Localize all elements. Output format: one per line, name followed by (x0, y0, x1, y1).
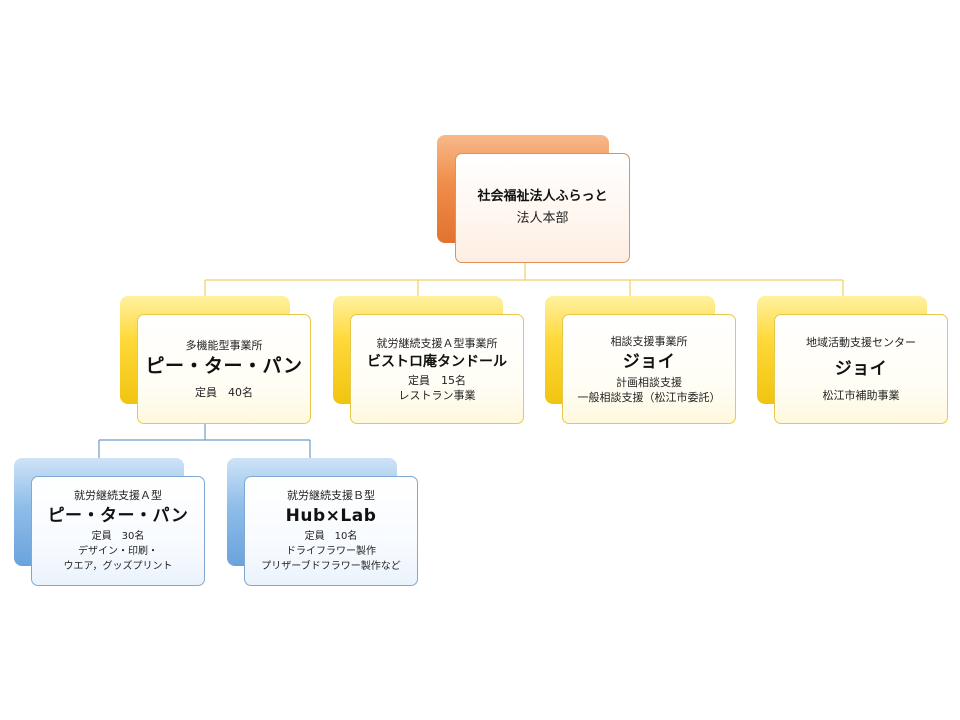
node-detail: 計画相談支援 (616, 375, 682, 389)
node-detail: レストラン事業 (398, 388, 476, 402)
node-type-label: 地域活動支援センター (806, 336, 916, 349)
level1-node-card: 就労継続支援Ａ型事業所 ビストロ庵タンドール 定員 15名 レストラン事業 (350, 314, 524, 424)
node-type-label: 就労継続支援Ａ型事業所 (376, 336, 498, 350)
node-detail: 定員 15名 (408, 373, 466, 387)
node-detail: プリザーブドフラワー製作など (261, 561, 401, 572)
level2-node-card: 就労継続支援Ａ型 ピー・ター・パン 定員 30名 デザイン・印刷・ ウエア，グッ… (31, 476, 205, 586)
node-detail: ウエア，グッズプリント (63, 561, 173, 572)
root-title: 社会福祉法人ふらっと (477, 189, 608, 204)
level2-node-card: 就労継続支援Ｂ型 Hub×Lab 定員 10名 ドライフラワー製作 プリザーブド… (244, 476, 418, 586)
node-name: Hub×Lab (285, 506, 377, 526)
node-detail: 定員 40名 (195, 386, 253, 399)
node-detail: 一般相談支援（松江市委託） (577, 390, 721, 404)
root-subtitle: 法人本部 (516, 211, 569, 226)
node-detail: 定員 30名 (91, 531, 145, 542)
level1-node-card: 相談支援事業所 ジョイ 計画相談支援 一般相談支援（松江市委託） (562, 314, 736, 424)
level1-node-card: 多機能型事業所 ピー・ター・パン 定員 40名 (137, 314, 311, 424)
node-detail: ドライフラワー製作 (286, 546, 376, 557)
node-name: ピー・ター・パン (145, 355, 303, 377)
node-name: ジョイ (622, 351, 676, 372)
root-node-card: 社会福祉法人ふらっと 法人本部 (455, 153, 630, 263)
node-detail: デザイン・印刷・ (78, 546, 158, 557)
level1-node-card: 地域活動支援センター ジョイ 松江市補助事業 (774, 314, 948, 424)
node-detail: 定員 10名 (304, 531, 358, 542)
node-name: ジョイ (834, 359, 888, 379)
node-detail: 松江市補助事業 (822, 389, 900, 402)
node-type-label: 就労継続支援Ａ型 (74, 489, 162, 502)
node-name: ピー・ター・パン (47, 506, 189, 526)
node-name: ビストロ庵タンドール (367, 353, 507, 370)
node-type-label: 多機能型事業所 (185, 339, 263, 352)
node-type-label: 就労継続支援Ｂ型 (287, 489, 375, 502)
node-type-label: 相談支援事業所 (610, 334, 688, 348)
